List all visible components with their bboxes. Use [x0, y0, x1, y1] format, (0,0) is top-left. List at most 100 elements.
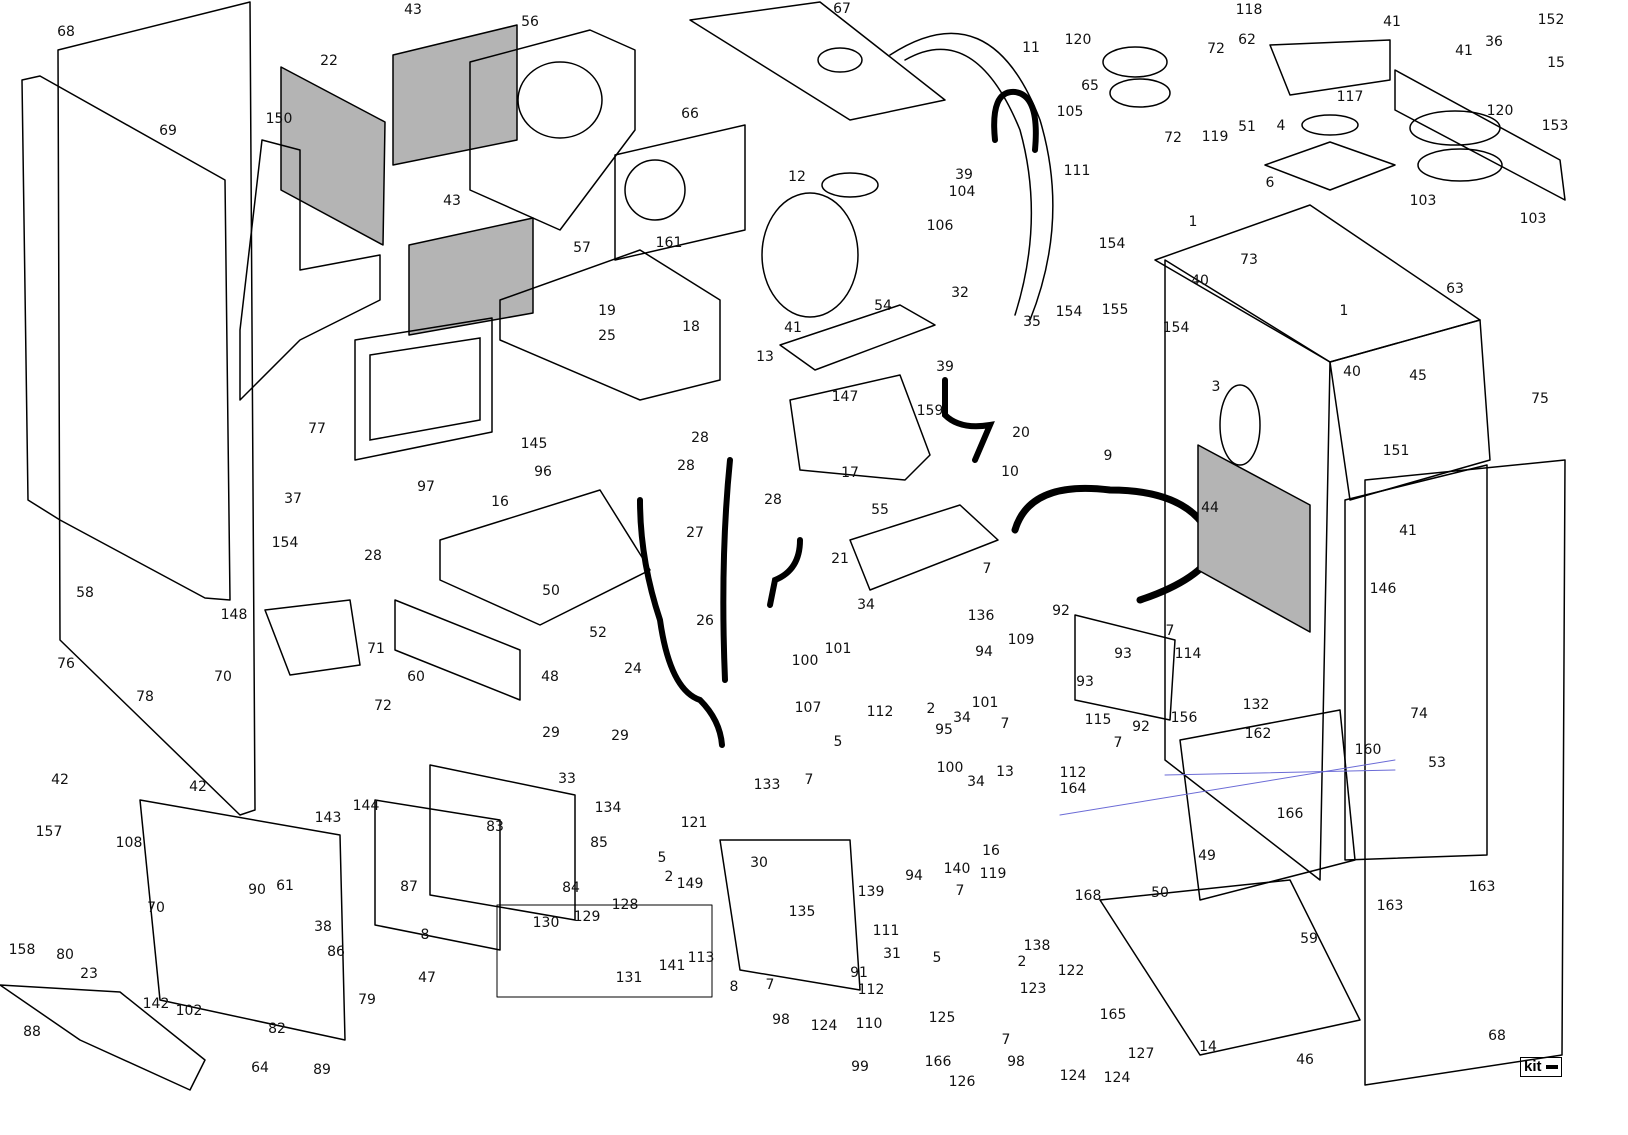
part-label: 124: [810, 1018, 838, 1034]
deflector-55: [849, 504, 999, 591]
part-label: 28: [691, 430, 709, 446]
part-label: 133: [753, 777, 781, 793]
part-label: 106: [926, 218, 954, 234]
part-label: 111: [872, 923, 900, 939]
part-label: 112: [1059, 765, 1087, 781]
hydraulic-block-114: [1074, 614, 1176, 721]
part-label: 84: [562, 880, 580, 896]
part-label: 162: [1244, 726, 1272, 742]
part-label: 2: [664, 869, 674, 885]
part-label: 70: [147, 900, 165, 916]
part-label: 92: [1052, 603, 1070, 619]
part-label: 158: [8, 942, 36, 958]
part-label: 135: [788, 904, 816, 920]
part-label: 38: [314, 919, 332, 935]
part-label: 29: [542, 725, 560, 741]
part-label: 20: [1012, 425, 1030, 441]
part-label: 68: [1488, 1028, 1506, 1044]
part-label: 8: [729, 979, 739, 995]
part-label: 156: [1170, 710, 1198, 726]
part-label: 86: [327, 944, 345, 960]
base-plate-59: [1179, 709, 1356, 901]
plate-66: [614, 124, 746, 261]
part-label: 7: [955, 883, 965, 899]
part-label: 117: [1336, 89, 1364, 105]
part-label: 67: [833, 1, 851, 17]
part-label: 128: [611, 897, 639, 913]
part-label: 122: [1057, 963, 1085, 979]
part-label: 58: [76, 585, 94, 601]
part-label: 11: [1022, 40, 1040, 56]
insulation-panel-43-top: [392, 24, 518, 166]
part-label: 7: [982, 561, 992, 577]
part-label: 69: [159, 123, 177, 139]
part-label: 138: [1023, 938, 1051, 954]
part-label: 5: [657, 850, 667, 866]
pressure-switch-3: [1219, 384, 1261, 466]
side-panel-68-right: [1364, 459, 1566, 1086]
pipe-105: [991, 88, 1039, 153]
kit-label: kit: [1524, 1058, 1542, 1075]
part-label: 124: [1103, 1070, 1131, 1086]
part-label: 88: [23, 1024, 41, 1040]
part-label: 7: [1165, 623, 1175, 639]
part-label: 28: [764, 492, 782, 508]
part-label: 163: [1468, 879, 1496, 895]
flue-gasket-65-left: [1109, 78, 1171, 108]
part-label: 90: [248, 882, 266, 898]
part-label: 155: [1101, 302, 1129, 318]
part-label: 21: [831, 551, 849, 567]
part-label: 14: [1199, 1039, 1217, 1055]
part-label: 41: [1399, 523, 1417, 539]
part-label: 95: [935, 722, 953, 738]
part-label: 65: [1081, 78, 1099, 94]
gasket-panel-44: [1197, 444, 1311, 633]
part-label: 166: [924, 1054, 952, 1070]
part-label: 53: [1428, 755, 1446, 771]
burner-manifold-57: [499, 249, 721, 401]
part-label: 104: [948, 184, 976, 200]
insulation-panel-22: [280, 66, 386, 246]
part-label: 76: [57, 656, 75, 672]
part-label: 8: [420, 927, 430, 943]
flow-pipe-26: [637, 497, 725, 748]
part-label: 37: [284, 491, 302, 507]
tray-14: [1099, 879, 1361, 1056]
part-label: 60: [407, 669, 425, 685]
combustion-chamber-side: [239, 139, 381, 401]
part-label: 22: [320, 53, 338, 69]
flue-gasket-65-right: [1417, 148, 1503, 182]
part-label: 161: [655, 235, 683, 251]
part-label: 124: [1059, 1068, 1087, 1084]
part-label: 3: [1211, 379, 1221, 395]
part-label: 72: [1164, 130, 1182, 146]
part-label: 126: [948, 1074, 976, 1090]
part-label: 143: [314, 810, 342, 826]
part-label: 147: [831, 389, 859, 405]
part-label: 140: [943, 861, 971, 877]
part-label: 34: [953, 710, 971, 726]
part-label: 119: [979, 866, 1007, 882]
part-label: 157: [35, 824, 63, 840]
control-box-85: [429, 764, 576, 921]
part-label: 49: [1198, 848, 1216, 864]
part-label: 107: [794, 700, 822, 716]
part-label: 100: [791, 653, 819, 669]
control-box-cover-83: [374, 799, 501, 951]
flow-pipe-27: [720, 457, 733, 683]
part-label: 139: [857, 884, 885, 900]
flue-adaptor-117: [1269, 39, 1391, 96]
part-label: 72: [1207, 41, 1225, 57]
part-label: 78: [136, 689, 154, 705]
air-hood-11-inner: [904, 48, 1033, 316]
fan-12: [761, 192, 859, 318]
insulation-panel-43-lower: [408, 217, 534, 336]
part-label: 19: [598, 303, 616, 319]
part-label: 150: [265, 111, 293, 127]
part-label: 100: [936, 760, 964, 776]
part-label: 32: [951, 285, 969, 301]
part-label: 134: [594, 800, 622, 816]
part-label: 43: [404, 2, 422, 18]
part-label: 153: [1541, 118, 1569, 134]
part-label: 50: [1151, 885, 1169, 901]
